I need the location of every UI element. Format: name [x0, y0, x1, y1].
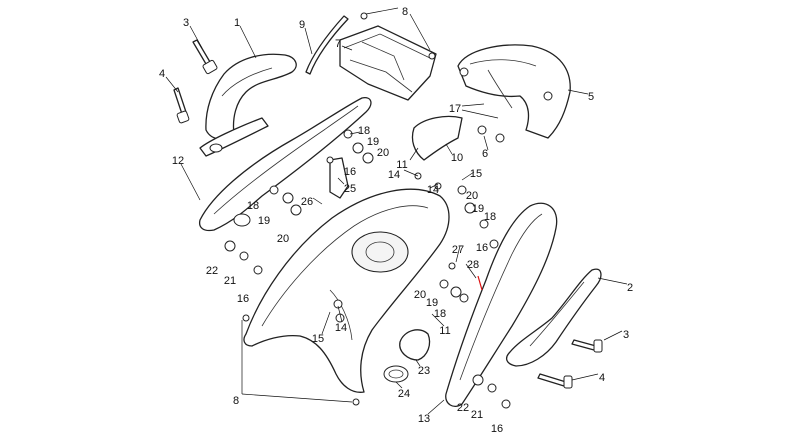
- callout-label-c22a: 22: [206, 265, 218, 277]
- callout-label-c17: 17: [449, 103, 461, 115]
- callout-label-c1a: 1: [234, 17, 240, 29]
- callout-label-c14a: 14: [388, 169, 400, 181]
- callout-label-c9: 9: [299, 19, 305, 31]
- callout-label-c16a: 16: [344, 166, 356, 178]
- callout-label-c10: 10: [451, 152, 463, 164]
- callout-label-c15b: 15: [312, 333, 324, 345]
- part-cable: [305, 15, 349, 75]
- callout-label-c4b: 4: [599, 372, 605, 384]
- hardware-fasteners: [224, 12, 511, 409]
- callout-label-c18d: 18: [434, 308, 446, 320]
- callout-label-c20c: 20: [277, 233, 289, 245]
- callout-label-c20a: 20: [377, 147, 389, 159]
- callout-label-c25: 25: [344, 183, 356, 195]
- part-lower-mount: [383, 329, 431, 383]
- callout-label-c16b: 16: [476, 242, 488, 254]
- callout-label-c19c: 19: [258, 215, 270, 227]
- part-handle-upper: [199, 53, 297, 157]
- callout-label-c18c: 18: [484, 211, 496, 223]
- callout-label-c14b: 14: [427, 184, 439, 196]
- callout-label-c8b: 8: [233, 395, 239, 407]
- callout-label-c8a: 8: [402, 6, 408, 18]
- part-linkage: [329, 157, 349, 199]
- callout-label-c7: 7: [335, 38, 341, 50]
- part-bolt-left: [173, 39, 218, 124]
- callout-label-c5: 5: [588, 91, 594, 103]
- callout-label-c21a: 21: [224, 275, 236, 287]
- callout-label-c24: 24: [398, 388, 410, 400]
- callout-label-c20d: 20: [414, 289, 426, 301]
- callout-label-c13: 13: [418, 413, 430, 425]
- callout-label-c22b: 22: [457, 402, 469, 414]
- callout-label-c15a: 15: [470, 168, 482, 180]
- part-side-panel-left: [198, 97, 372, 232]
- callout-label-c6: 6: [482, 148, 488, 160]
- callout-label-c2: 2: [627, 282, 633, 294]
- callout-label-c16d: 16: [491, 423, 503, 434]
- callout-label-c18a: 18: [358, 125, 370, 137]
- part-highlighted-pin: [477, 275, 483, 291]
- callout-label-c18b: 18: [247, 200, 259, 212]
- callout-label-c16c: 16: [237, 293, 249, 305]
- callout-label-c14c: 14: [335, 322, 347, 334]
- part-rear-bracket: [457, 44, 571, 139]
- callout-label-c23: 23: [418, 365, 430, 377]
- callout-label-c11b: 11: [439, 325, 450, 337]
- part-main-frame: [243, 188, 450, 393]
- callout-label-c19a: 19: [367, 136, 379, 148]
- callout-label-c11a: 11: [396, 159, 407, 171]
- part-side-panel-right: [445, 202, 558, 408]
- part-handle-right: [505, 268, 602, 367]
- leader-lines: [165, 7, 628, 415]
- callout-label-c4a: 4: [159, 68, 165, 80]
- callout-label-c21b: 21: [471, 409, 483, 421]
- part-small-cover: [411, 115, 463, 161]
- part-bolt-right: [537, 339, 603, 389]
- part-box-tray: [339, 25, 437, 101]
- callout-label-c20b: 20: [466, 190, 478, 202]
- callout-label-c28: 28: [467, 259, 479, 271]
- callout-label-c27: 27: [452, 244, 464, 256]
- callout-label-c12: 12: [172, 155, 184, 167]
- callout-label-c19b: 19: [472, 203, 484, 215]
- callout-label-c3a: 3: [183, 17, 189, 29]
- callout-label-c19d: 19: [426, 297, 438, 309]
- callout-label-c26: 26: [301, 196, 313, 208]
- callout-label-c3b: 3: [623, 329, 629, 341]
